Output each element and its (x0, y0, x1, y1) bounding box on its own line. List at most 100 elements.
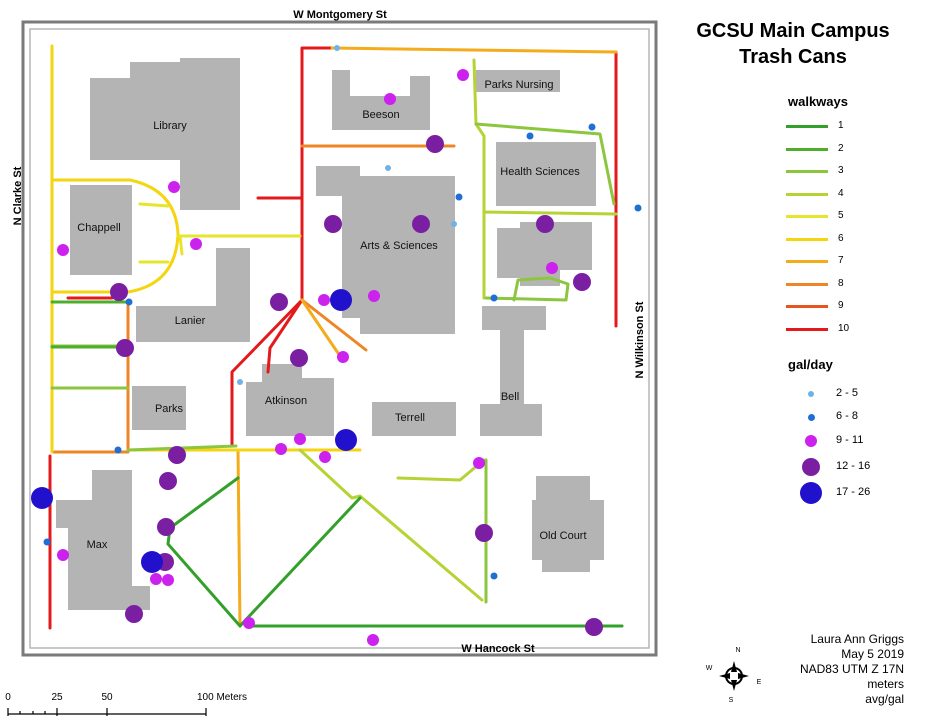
building-arts-sciences (316, 166, 455, 334)
north-arrow-e: E (757, 679, 762, 686)
legend-gal-label: 2 - 5 (836, 387, 859, 399)
trash-can-12-16 (475, 524, 493, 542)
trash-can-9-11 (384, 93, 396, 105)
credit-projection: NAD83 UTM Z 17N (799, 662, 904, 676)
trash-can-9-11 (168, 181, 180, 193)
trash-can-6-8 (634, 204, 642, 212)
trash-can-17-26 (31, 487, 53, 509)
walkway-class-8 (52, 144, 456, 454)
trash-can-12-16 (585, 618, 603, 636)
building-label-library: Library (153, 120, 187, 132)
legend-gal-dot (800, 482, 822, 504)
map-title-line2: Trash Cans (739, 46, 847, 68)
trash-can-9-11 (473, 457, 485, 469)
trash-cans (31, 45, 642, 646)
legend-gal-label: 17 - 26 (836, 486, 871, 498)
north-arrow-w: W (706, 665, 713, 672)
legend-walkway-swatch (786, 125, 828, 128)
street-label-south: W Hancock St (461, 643, 535, 655)
trash-can-2-5 (334, 45, 340, 51)
building-label-lanier: Lanier (175, 315, 206, 327)
trash-can-12-16 (412, 215, 430, 233)
trash-can-9-11 (162, 574, 174, 586)
map-inner-frame (29, 28, 650, 649)
trash-can-9-11 (275, 443, 287, 455)
legend-gal-dot (805, 435, 817, 447)
trash-can-9-11 (57, 244, 69, 256)
legend-gal-dot (808, 391, 814, 397)
trash-can-6-8 (125, 298, 133, 306)
credit-date: May 5 2019 (841, 647, 904, 661)
trash-can-6-8 (490, 294, 498, 302)
scale-bar: 0 25 50 100 Meters (5, 692, 247, 716)
credit-author: Laura Ann Griggs (810, 632, 904, 646)
legend-walkway-swatch (786, 282, 828, 286)
north-arrow-icon: N S W E (706, 647, 762, 704)
trash-can-2-5 (237, 379, 243, 385)
trash-can-9-11 (243, 617, 255, 629)
legend-gal-heading: gal/day (788, 357, 833, 372)
street-label-west: N Clarke St (12, 166, 24, 225)
building-label-atkinson: Atkinson (265, 395, 307, 407)
trash-can-12-16 (426, 135, 444, 153)
building-bell (480, 306, 546, 436)
building-label-chappell: Chappell (77, 222, 120, 234)
scale-label-50: 50 (101, 692, 113, 703)
trash-can-12-16 (116, 339, 134, 357)
trash-can-17-26 (330, 289, 352, 311)
trash-can-2-5 (385, 165, 391, 171)
trash-can-2-5 (451, 221, 457, 227)
legend-walkway-label: 2 (838, 142, 844, 154)
map-title-line1: GCSU Main Campus (696, 20, 890, 42)
walkway-class-5 (138, 202, 302, 264)
map-credits: Laura Ann Griggs May 5 2019 NAD83 UTM Z … (800, 632, 904, 707)
trash-can-9-11 (319, 451, 331, 463)
building-chappell (70, 185, 132, 275)
trash-can-6-8 (490, 572, 498, 580)
trash-can-6-8 (526, 132, 534, 140)
buildings (56, 58, 604, 610)
scale-label-25: 25 (51, 692, 63, 703)
building-atkinson (246, 364, 334, 436)
building-science-annex (497, 222, 592, 286)
credit-measure: avg/gal (865, 692, 904, 706)
building-terrell (372, 402, 456, 436)
north-arrow-s: S (729, 697, 734, 704)
map-title: GCSU Main Campus Trash Cans (668, 18, 918, 70)
trash-can-6-8 (588, 123, 596, 131)
building-label-health-sciences: Health Sciences (500, 166, 580, 178)
building-label-beeson: Beeson (362, 109, 399, 121)
legend-walkway-label: 7 (838, 255, 844, 266)
legend-walkway-label: 3 (838, 165, 844, 176)
legend-walkway-swatch (786, 237, 828, 241)
legend-walkway-label: 8 (838, 277, 844, 289)
legend-walkways-heading: walkways (788, 94, 848, 109)
legend-walkway-label: 10 (838, 322, 850, 334)
legend-gal-label: 12 - 16 (836, 460, 871, 472)
walkway-class-4 (298, 58, 618, 602)
trash-can-17-26 (141, 551, 163, 573)
legend-walkway-label: 1 (838, 120, 844, 131)
walkway-class-2 (50, 300, 130, 349)
trash-can-12-16 (157, 518, 175, 536)
trash-can-6-8 (455, 193, 463, 201)
trash-can-12-16 (110, 283, 128, 301)
trash-can-9-11 (546, 262, 558, 274)
trash-can-9-11 (457, 69, 469, 81)
legend-gal-dot (807, 413, 815, 421)
legend-gal-label: 6 - 8 (836, 410, 859, 422)
legend-walkway-swatch (786, 260, 828, 263)
legend-gal-label: 9 - 11 (836, 434, 864, 446)
trash-can-6-8 (114, 446, 122, 454)
building-parks-nursing (476, 70, 560, 92)
building-label-old-court: Old Court (539, 530, 586, 542)
legend-walkway-swatch (786, 192, 828, 196)
legend-walkway-swatch (786, 147, 828, 151)
building-label-parks: Parks (155, 403, 184, 415)
trash-can-9-11 (150, 573, 162, 585)
legend-walkway-label: 4 (838, 187, 844, 199)
building-beeson (332, 70, 430, 130)
trash-can-9-11 (368, 290, 380, 302)
street-label-north: W Montgomery St (293, 9, 387, 21)
